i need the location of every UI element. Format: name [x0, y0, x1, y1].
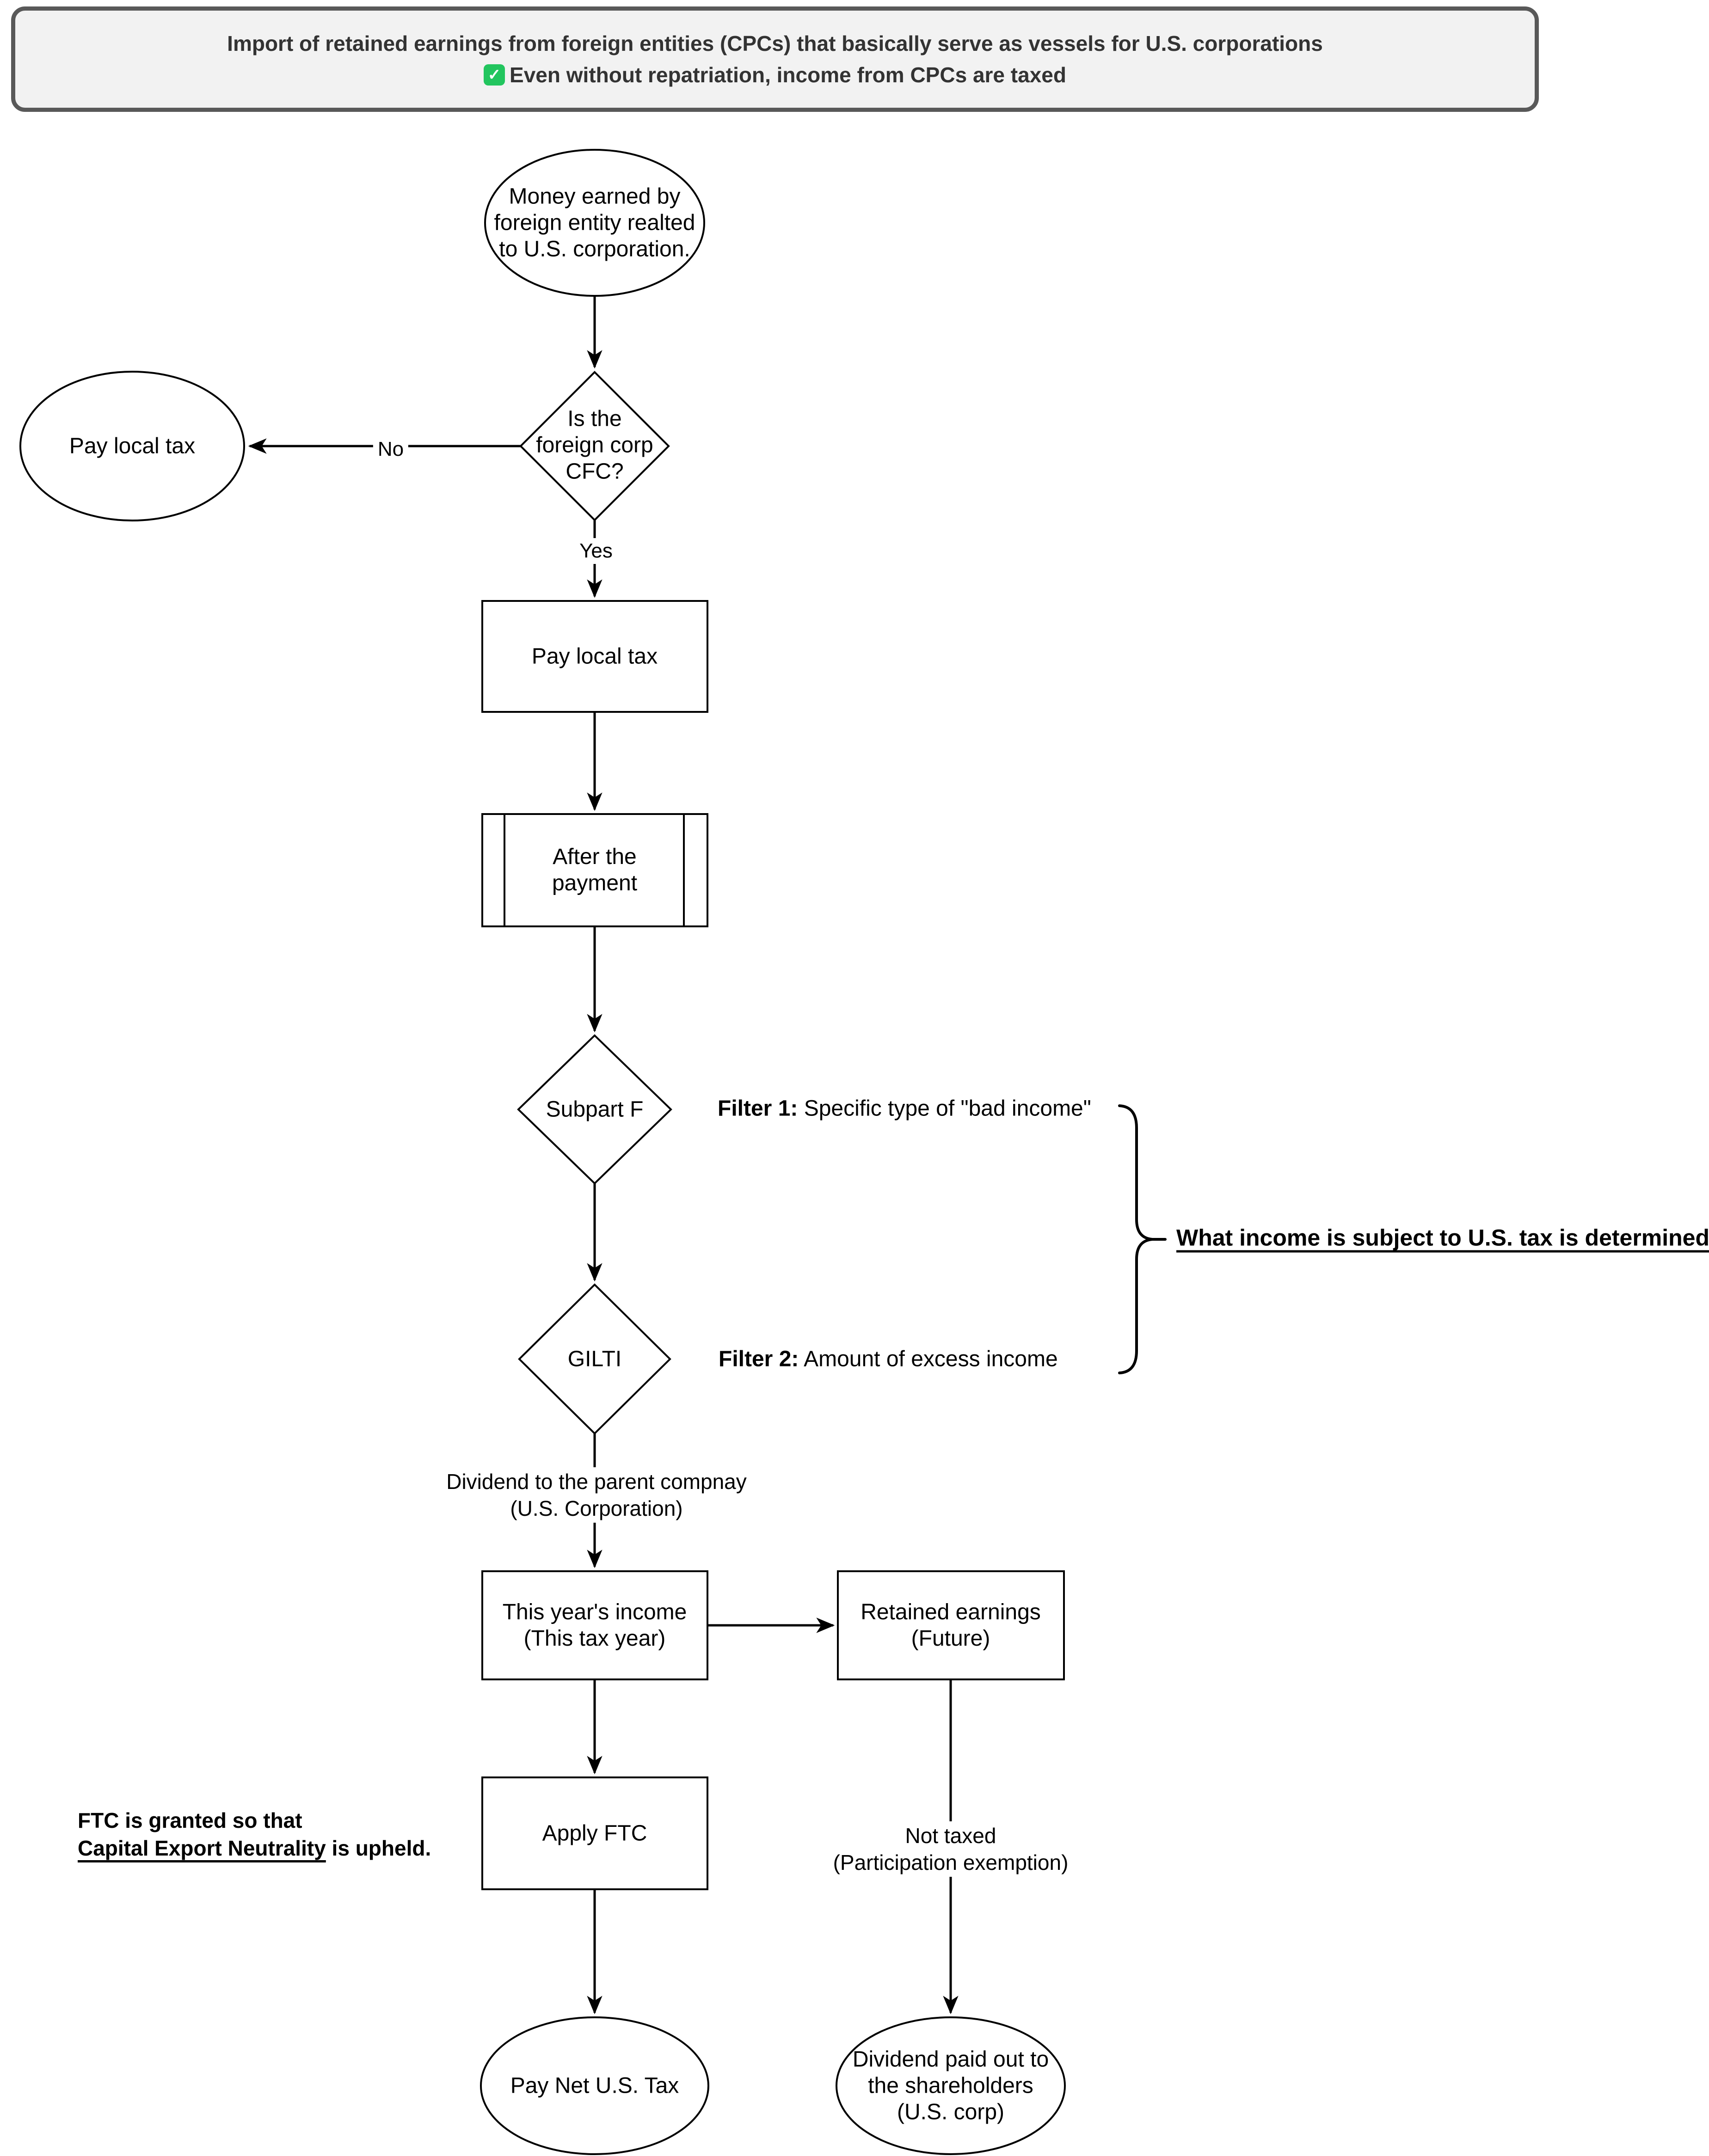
header-subtitle-text: Even without repatriation, income from C… — [510, 63, 1066, 87]
this-year-income-label: This year's income (This tax year) — [502, 1600, 687, 1651]
brace-note: What income is subject to U.S. tax is de… — [1176, 1225, 1709, 1251]
check-icon: ✓ — [484, 64, 505, 86]
filter2-prefix: Filter 2: — [719, 1347, 799, 1372]
gilti-label: GILTI — [567, 1347, 622, 1372]
start-ellipse — [484, 149, 705, 297]
edge-label-dividend-to-parent: Dividend to the parent compnay (U.S. Cor… — [442, 1467, 751, 1523]
header-subtitle: ✓ Even without repatriation, income from… — [484, 62, 1066, 88]
filter1-text: Specific type of "bad income" — [798, 1096, 1091, 1121]
ftc-note-underlined: Capital Export Neutrality — [78, 1836, 326, 1860]
after-payment-label: After the payment — [552, 845, 638, 895]
header-title-text: Import of retained earnings from foreign… — [227, 31, 1323, 55]
gilti-diamond — [518, 1283, 671, 1435]
pay-net-us-tax-ellipse — [480, 2016, 709, 2155]
filter1-note: Filter 1: Specific type of "bad income" — [718, 1096, 1091, 1122]
after-payment-rect — [481, 813, 708, 927]
pay-net-us-tax-label: Pay Net U.S. Tax — [510, 2073, 679, 2098]
dividend-paid-ellipse — [836, 2016, 1066, 2155]
cfc-decision-label: Is the foreign corp CFC? — [536, 406, 653, 484]
apply-ftc-label: Apply FTC — [542, 1821, 647, 1846]
subpart-f-diamond — [517, 1034, 672, 1185]
cfc-decision-diamond — [519, 371, 670, 521]
retained-earnings-rect — [837, 1570, 1065, 1680]
pay-local-tax-terminal-ellipse — [19, 371, 245, 521]
retained-earnings-label: Retained earnings (Future) — [861, 1600, 1041, 1651]
this-year-income-rect — [481, 1570, 708, 1680]
header-note: Import of retained earnings from foreign… — [11, 6, 1539, 112]
header-title: Import of retained earnings from foreign… — [227, 31, 1323, 56]
edge-label-no: No — [373, 436, 409, 462]
filter1-prefix: Filter 1: — [718, 1096, 798, 1121]
pay-local-tax-terminal-label: Pay local tax — [69, 434, 196, 459]
ftc-note-line1: FTC is granted so that — [78, 1808, 302, 1832]
ftc-note-rest: is upheld. — [326, 1836, 431, 1860]
dividend-paid-label: Dividend paid out to the shareholders (U… — [852, 2047, 1049, 2125]
start-label: Money earned by foreign entity realted t… — [494, 184, 695, 262]
edge-label-not-taxed: Not taxed (Participation exemption) — [828, 1821, 1073, 1877]
subpart-f-label: Subpart F — [546, 1097, 644, 1122]
ftc-note-line2: Capital Export Neutrality is upheld. — [78, 1834, 431, 1862]
pay-local-tax-rect — [481, 600, 708, 713]
brace — [1118, 1104, 1153, 1374]
ftc-note: FTC is granted so that Capital Export Ne… — [78, 1807, 431, 1862]
filter2-note: Filter 2: Amount of excess income — [719, 1346, 1058, 1372]
edge-label-yes: Yes — [575, 538, 617, 564]
apply-ftc-rect — [481, 1776, 708, 1890]
filter2-text: Amount of excess income — [799, 1347, 1058, 1372]
pay-local-tax-label: Pay local tax — [531, 644, 658, 669]
